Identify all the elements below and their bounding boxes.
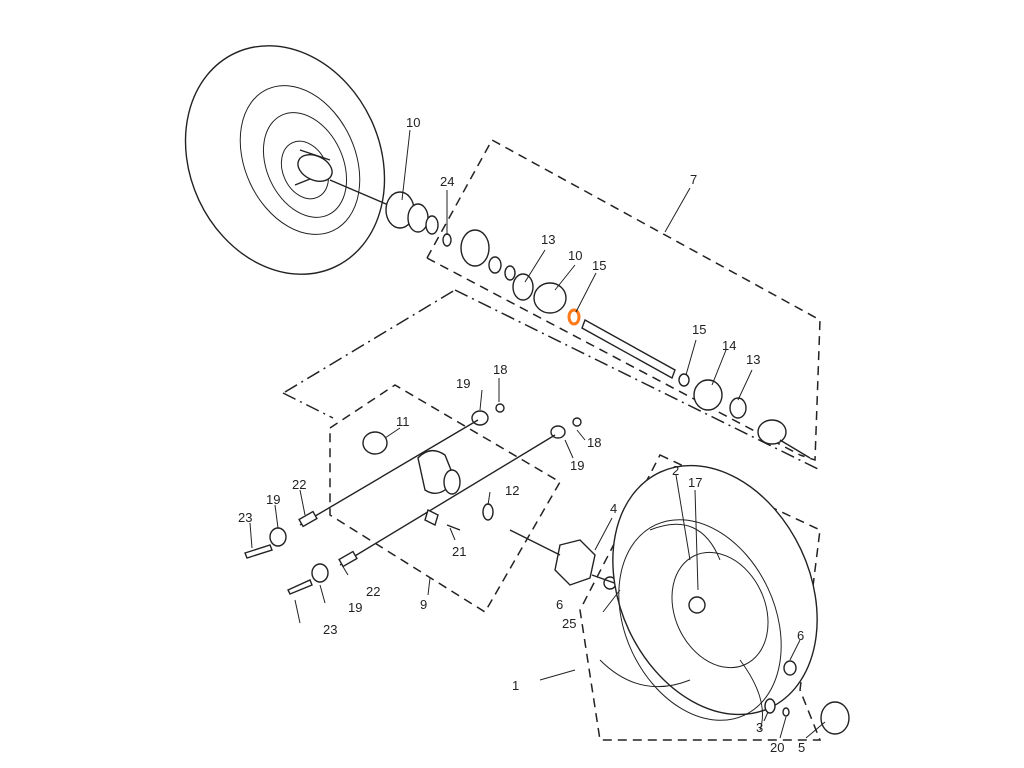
- label-19-upper: 19: [456, 376, 470, 391]
- label-22-upper: 22: [292, 477, 306, 492]
- label-12: 12: [505, 483, 519, 498]
- center-axis-line: [454, 289, 821, 471]
- label-14: 14: [722, 338, 736, 353]
- label-22-lower: 22: [366, 584, 380, 599]
- label-15-highlighted: 15: [592, 258, 606, 273]
- label-25: 25: [562, 616, 576, 631]
- knuckle-frame-line: [282, 289, 456, 419]
- label-10-boot: 10: [568, 248, 582, 263]
- label-13-outer: 13: [746, 352, 760, 367]
- knuckle-parts: [244, 403, 582, 595]
- label-19-lower: 19: [348, 600, 362, 615]
- label-10-upper: 10: [406, 115, 420, 130]
- label-19-left: 19: [266, 492, 280, 507]
- lower-wheel: [599, 464, 850, 735]
- knuckle-assembly-boundary: [329, 384, 562, 614]
- shaft-assembly-boundary: [426, 138, 821, 462]
- label-2: 2: [672, 463, 679, 478]
- label-18-upper: 18: [493, 362, 507, 377]
- shaft-parts: [442, 229, 811, 459]
- label-1: 1: [512, 678, 519, 693]
- upper-drive-shaft: [297, 154, 439, 235]
- label-17: 17: [688, 475, 702, 490]
- label-15-outer: 15: [692, 322, 706, 337]
- highlighted-ring: [567, 308, 581, 326]
- label-3: 3: [756, 720, 763, 735]
- label-18-right: 18: [587, 435, 601, 450]
- label-23-lower: 23: [323, 622, 337, 637]
- label-11: 11: [396, 414, 410, 429]
- label-6-hub: 6: [556, 597, 563, 612]
- label-19-right: 19: [570, 458, 584, 473]
- label-13-inner: 13: [541, 232, 555, 247]
- label-4: 4: [610, 501, 617, 516]
- label-20: 20: [770, 740, 784, 755]
- label-24: 24: [440, 174, 454, 189]
- lower-wheel-boundary: [579, 454, 822, 741]
- leader-lines: [249, 129, 826, 739]
- label-5: 5: [798, 740, 805, 755]
- label-7: 7: [690, 172, 697, 187]
- label-21: 21: [452, 544, 466, 559]
- label-6-lug: 6: [797, 628, 804, 643]
- upper-wheel: [184, 45, 386, 275]
- label-23-upper: 23: [238, 510, 252, 525]
- label-9: 9: [420, 597, 427, 612]
- part-labels: 10 24 7 13 10 15 15 14 13 19 18 11 18 19…: [238, 115, 805, 755]
